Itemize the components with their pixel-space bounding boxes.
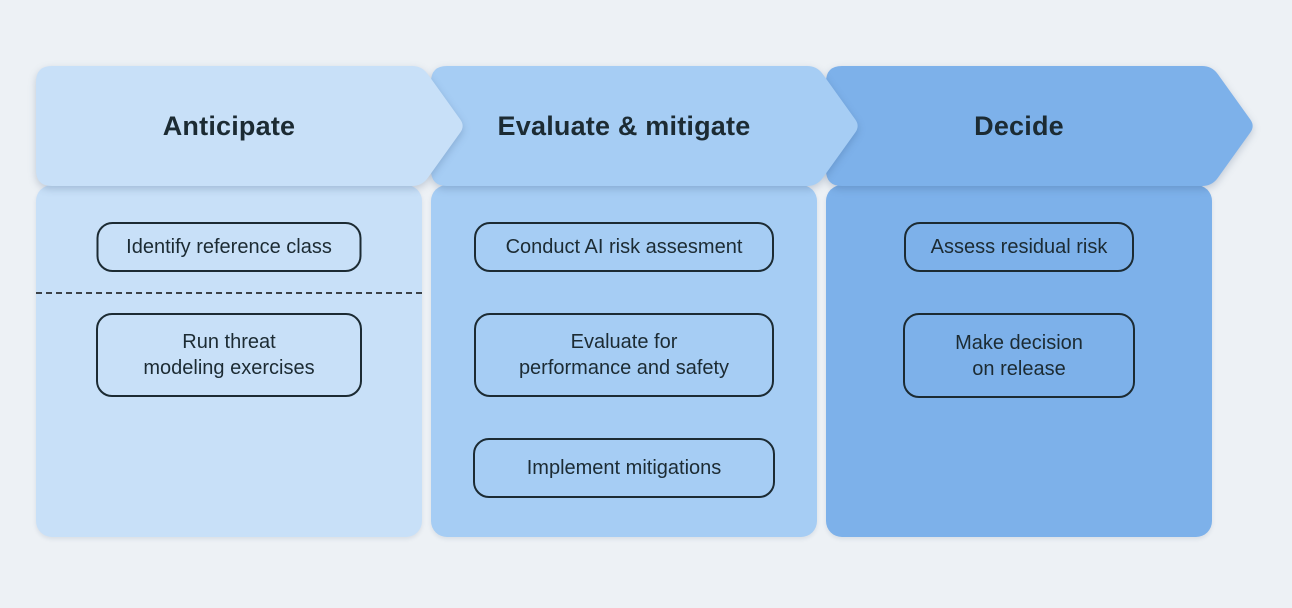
stage-evaluate-mitigate: Evaluate & mitigate Conduct AI risk asse… [431,0,858,608]
arrow-chevron-fill [36,66,463,186]
arrow-chevron-shape [826,66,1253,186]
stage-title: Evaluate & mitigate [497,110,751,141]
task-box: Conduct AI risk assesment [474,222,774,272]
arrow-chevron-shape [431,66,858,186]
stage-decide-header: Decide [826,66,1255,186]
task-box: Implement mitigations [473,438,775,498]
stage-title: Anticipate [162,110,296,141]
stage-anticipate-body: Identify reference class Run threat mode… [36,185,422,537]
stage-evaluate-mitigate-body: Conduct AI risk assesment Evaluate for p… [431,185,817,537]
arrow-chevron-fill [826,66,1253,186]
arrow-chevron-fill [431,66,858,186]
stage-decide-body: Assess residual risk Make decision on re… [826,185,1212,537]
stage-decide: Decide Assess residual risk Make decisio… [826,0,1253,608]
stage-evaluate-mitigate-header: Evaluate & mitigate [431,66,860,186]
stage-anticipate-header: Anticipate [36,66,465,186]
task-box: Evaluate for performance and safety [474,313,774,397]
dashed-divider [36,292,422,294]
task-box: Identify reference class [96,222,362,272]
stage-anticipate: Anticipate Identify reference class Run … [36,0,463,608]
task-box: Make decision on release [903,313,1135,398]
arrow-chevron-shape [36,66,463,186]
task-box: Run threat modeling exercises [96,313,362,397]
task-box: Assess residual risk [904,222,1134,272]
stage-title: Decide [974,110,1064,141]
